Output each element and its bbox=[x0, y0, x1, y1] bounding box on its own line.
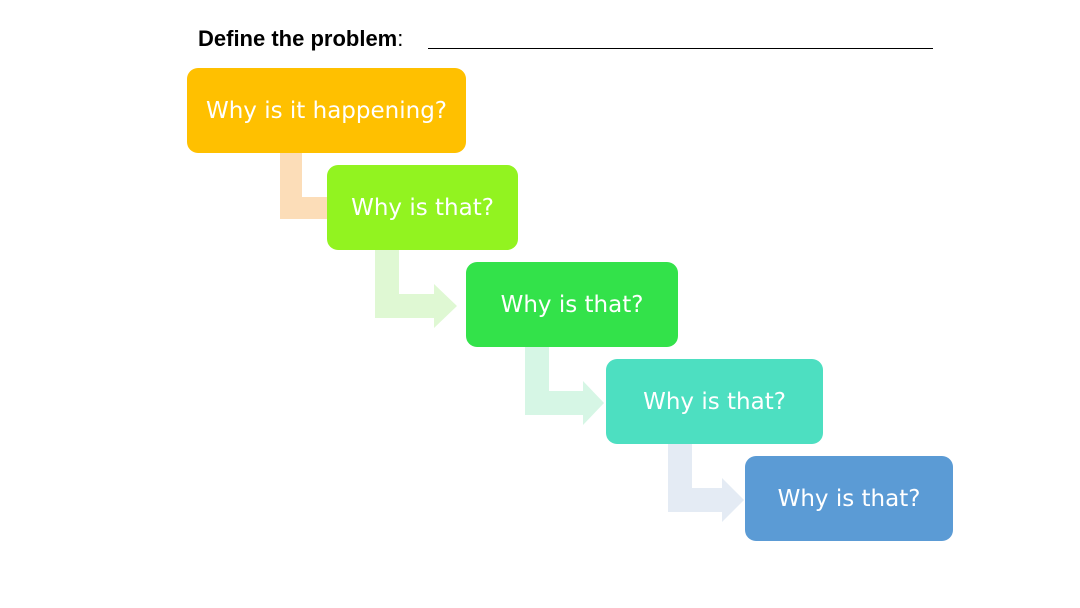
problem-answer-line bbox=[428, 48, 933, 49]
problem-prompt: Define the problem: bbox=[198, 24, 403, 54]
why-step-box: Why is that? bbox=[466, 262, 678, 347]
bent-arrow-connector bbox=[280, 153, 327, 219]
why-step-box: Why is it happening? bbox=[187, 68, 466, 153]
why-step-label: Why is that? bbox=[643, 388, 786, 415]
why-step-box: Why is that? bbox=[327, 165, 518, 250]
why-step-label: Why is that? bbox=[777, 485, 921, 512]
bent-arrow-connector bbox=[375, 250, 457, 328]
bent-arrow-connector bbox=[668, 444, 744, 522]
why-step-label: Why is that? bbox=[500, 291, 644, 318]
bent-arrow-connector bbox=[525, 347, 604, 425]
why-step-box: Why is that? bbox=[745, 456, 953, 541]
why-step-box: Why is that? bbox=[606, 359, 823, 444]
why-step-label: Why is that? bbox=[351, 194, 494, 221]
problem-label: Define the problem bbox=[198, 26, 398, 51]
why-step-label: Why is it happening? bbox=[205, 97, 448, 124]
problem-colon: : bbox=[397, 26, 404, 51]
